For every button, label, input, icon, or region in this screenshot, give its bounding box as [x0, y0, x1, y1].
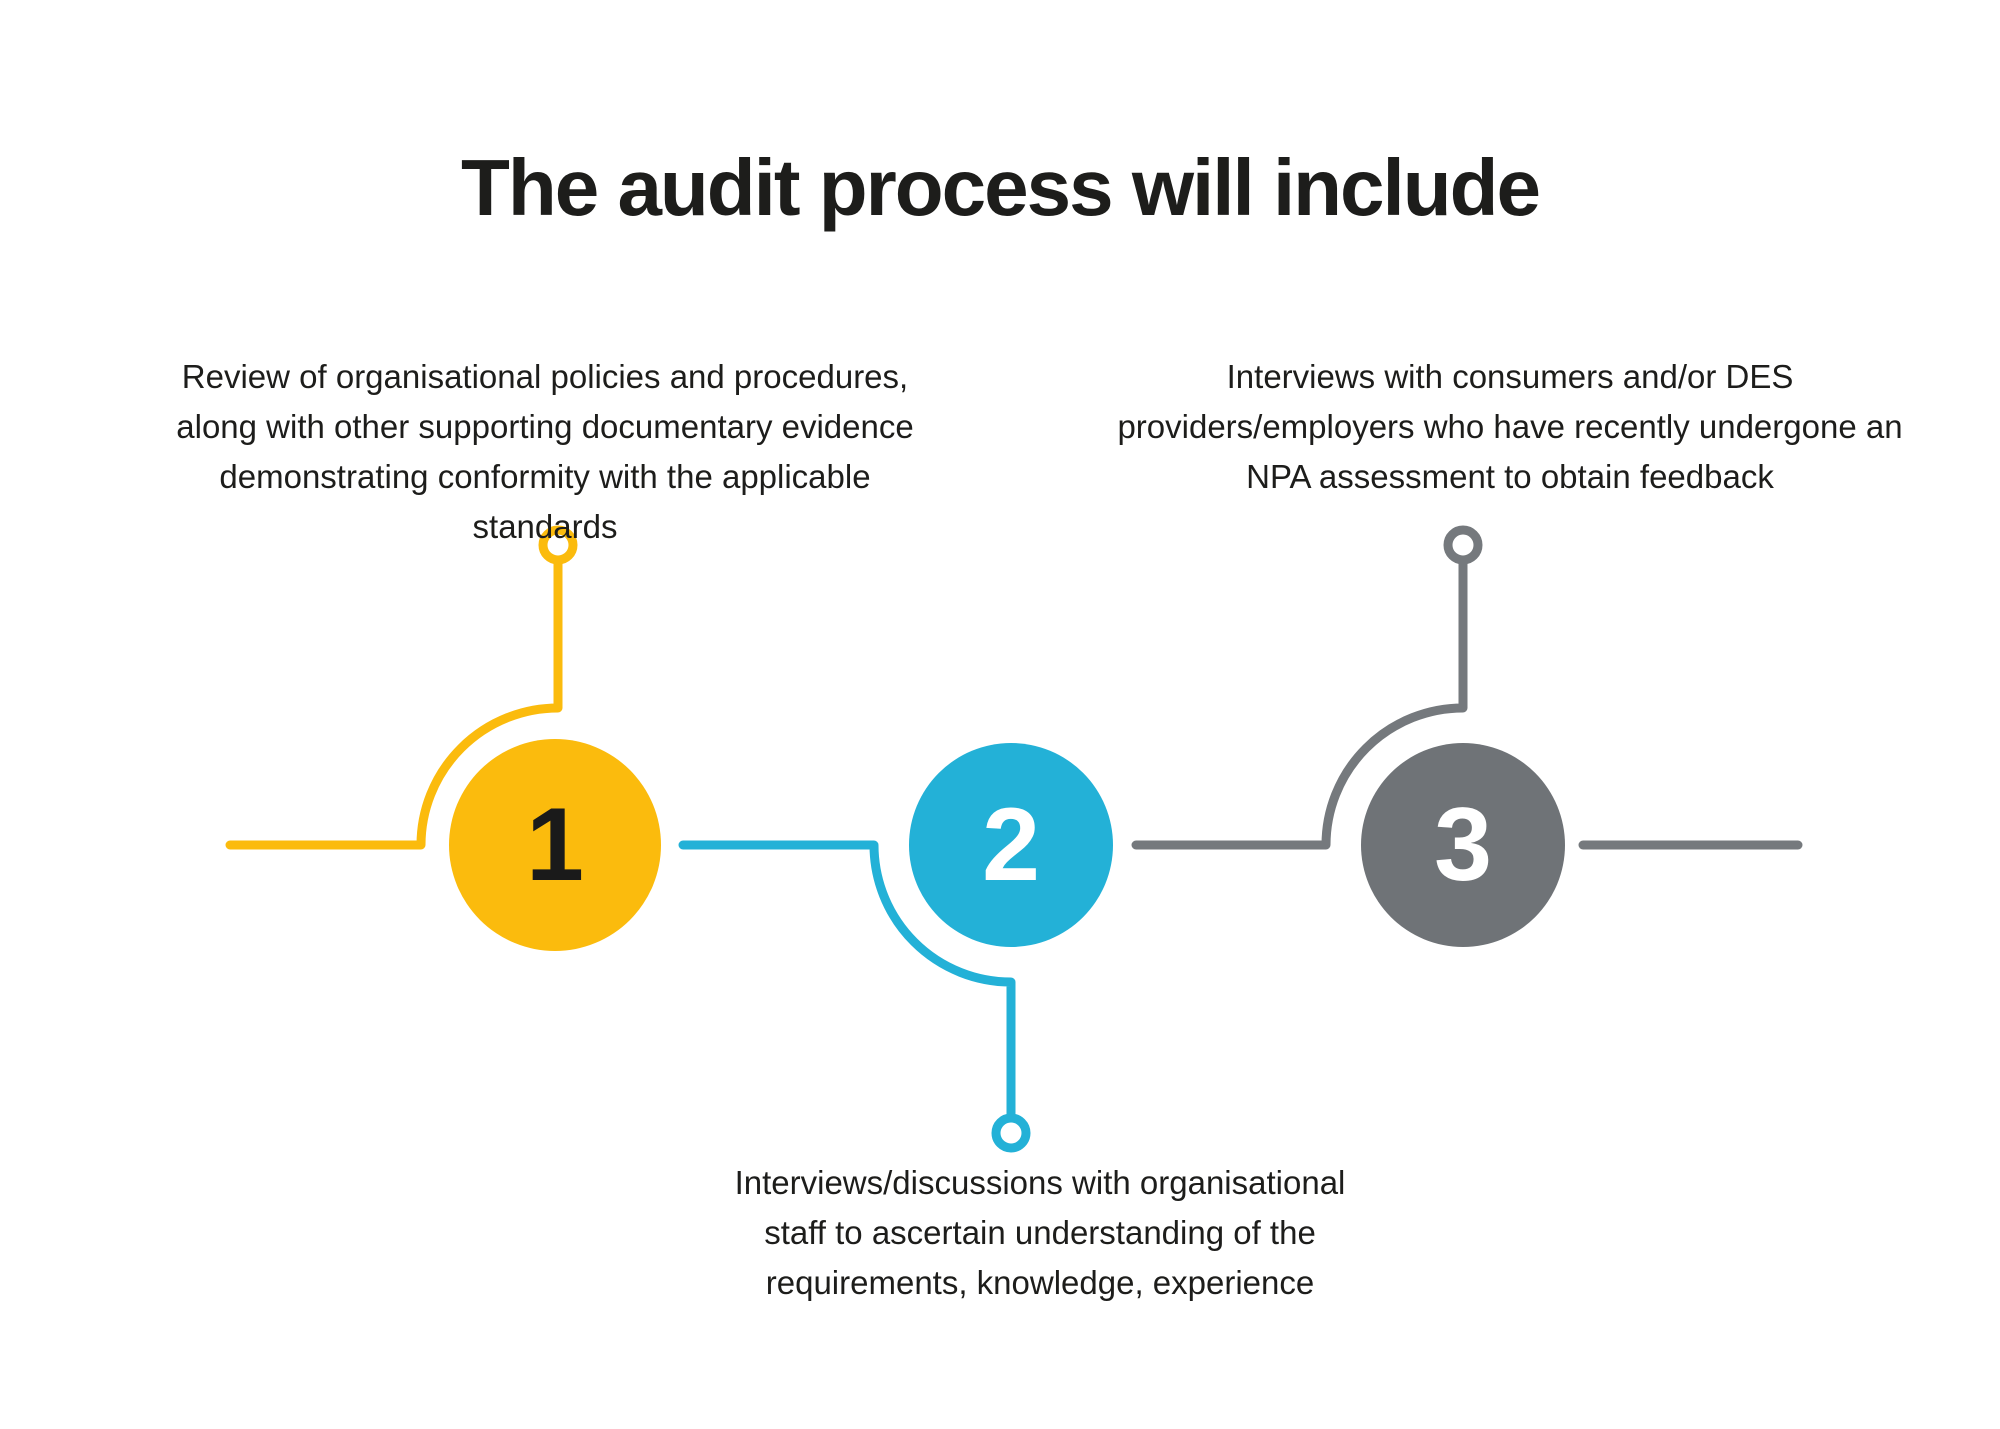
step2-description: Interviews/discussions with organisation…: [734, 1164, 1346, 1301]
step1-connector-line: [225, 553, 563, 850]
step1-number: 1: [526, 786, 584, 903]
step3-description: Interviews with consumers and/or DES pro…: [1117, 358, 1903, 495]
step2-connector-line: [678, 840, 1016, 1124]
step2-number: 2: [982, 786, 1040, 903]
page-title: The audit process will include: [460, 142, 1541, 232]
step3-number: 3: [1434, 786, 1492, 903]
step3-callout-ring: [1443, 525, 1483, 565]
step3-connector-line: [1131, 553, 1468, 850]
step3-circle: 3: [1361, 743, 1565, 947]
step1-description: Review of organisational policies and pr…: [176, 358, 914, 545]
step1-callout-ring: [538, 525, 578, 565]
step2-callout-ring: [991, 1113, 1031, 1153]
step2-circle: 2: [909, 743, 1113, 947]
step1-circle: 1: [449, 739, 661, 951]
